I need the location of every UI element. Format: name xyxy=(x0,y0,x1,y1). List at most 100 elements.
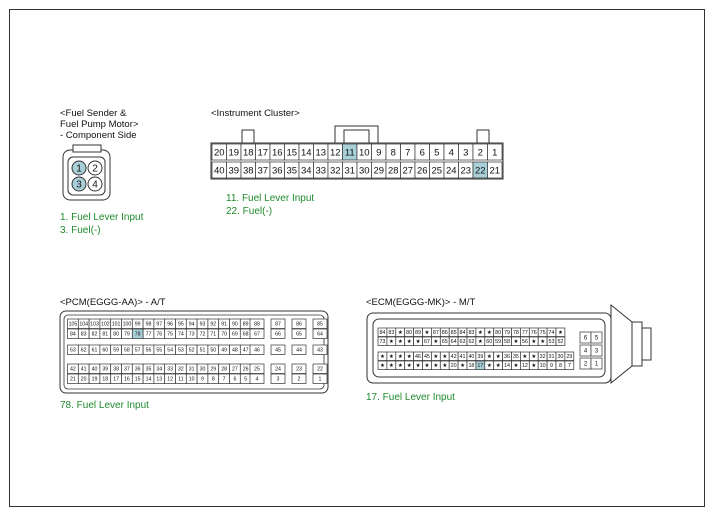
pcm-pin-87-box xyxy=(270,318,286,329)
cluster-pin-16: 16 xyxy=(269,143,285,161)
pcm-pin-59: 59 xyxy=(110,344,122,355)
ecm-pin-r3-c6-label: 45 xyxy=(424,354,430,360)
pcm-pin-85: 85 xyxy=(312,318,328,329)
pcm-pin-73-label: 73 xyxy=(189,332,195,338)
pcm-pin-56: 56 xyxy=(142,344,155,355)
pcm-pin-65-box xyxy=(291,328,307,339)
pcm-pin-34: 34 xyxy=(153,363,166,374)
pcm-pin-75: 75 xyxy=(164,328,176,339)
cluster-pin-15-label: 15 xyxy=(286,147,297,158)
pcm-pin-33: 33 xyxy=(164,363,176,374)
ecm-pin-r3-c4-label: ★ xyxy=(407,354,412,360)
ecm-pin-r1-c17-label: 77 xyxy=(522,330,528,336)
ecm-pin-r1-c8: 86 xyxy=(439,327,450,337)
ecm-pin-1-box xyxy=(590,357,603,370)
cluster-pin-39-label: 39 xyxy=(228,165,239,176)
fuel-sender-cavity xyxy=(67,156,106,196)
pcm-pin-9: 9 xyxy=(196,373,209,384)
pcm-pin-42: 42 xyxy=(67,363,79,374)
ecm-pin-r4-c1-label: ★ xyxy=(380,363,385,369)
pcm-pin-51: 51 xyxy=(196,344,209,355)
cluster-pin-2: 2 xyxy=(472,143,488,161)
pcm-pin-105: 105 xyxy=(67,318,79,329)
pcm-pin-72: 72 xyxy=(196,328,209,339)
pcm-pin-101-label: 101 xyxy=(112,322,121,328)
pcm-pin-88: 88 xyxy=(249,318,265,329)
pcm-pin-76: 76 xyxy=(153,328,166,339)
pcm-pin-91: 91 xyxy=(218,318,230,329)
ecm-pin-r1-c3: ★ xyxy=(395,327,406,337)
cluster-pin-12-label: 12 xyxy=(330,147,341,158)
cluster-pin-26-label: 26 xyxy=(417,165,428,176)
pcm-pin-61-label: 61 xyxy=(92,348,98,354)
ecm-pin-r4-c4: ★ xyxy=(404,360,414,370)
ecm-pin-r3-c3-label: ★ xyxy=(398,354,403,360)
ecm-pin-r2-c2-label: ★ xyxy=(389,339,394,345)
ecm-pin-r4-c13-label: ★ xyxy=(487,363,492,369)
ecm-pin-r4-c3: ★ xyxy=(395,360,406,370)
ecm-pin-r3-c8: ★ xyxy=(439,351,450,361)
cluster-pin-12: 12 xyxy=(327,143,343,161)
ecm-pin-r1-c4: 80 xyxy=(404,327,414,337)
ecm-pin-r2-c21-box xyxy=(555,336,566,346)
ecm-pin-r3-c16: 35 xyxy=(511,351,521,361)
ecm-pin-r3-c16-label: 35 xyxy=(513,354,519,360)
ecm-pin-r3-c13: ★ xyxy=(484,351,495,361)
pcm-pin-9-label: 9 xyxy=(201,377,204,383)
ecm-pin-r4-c17-label: 12 xyxy=(522,363,528,369)
ecm-pin-5-box xyxy=(590,331,603,344)
ecm-pin-r4-c2-label: ★ xyxy=(389,363,394,369)
ecm-pin-r1-c6: ★ xyxy=(422,327,432,337)
cluster-pin-32: 32 xyxy=(327,161,343,179)
ecm-pin-r2-c9-label: 64 xyxy=(451,339,457,345)
ecm-pin-r3-c22-label: 29 xyxy=(566,354,572,360)
ecm-pin-r2-c20-label: 53 xyxy=(549,339,555,345)
cluster-pin-13: 13 xyxy=(313,143,329,161)
cluster-pin-36: 36 xyxy=(269,161,285,179)
ecm-pin-3-label: 3 xyxy=(595,349,599,355)
ecm-pin-r4-c19: 10 xyxy=(537,360,548,370)
pcm-pin-44-box xyxy=(291,344,307,355)
ecm-pin-r3-c3: ★ xyxy=(395,351,406,361)
pcm-pin-67-label: 67 xyxy=(254,332,260,338)
ecm-pin-r1-c14-label: 80 xyxy=(495,330,501,336)
ecm-boot-end xyxy=(641,327,652,361)
ecm-pin-r2-c1-label: 73 xyxy=(379,339,385,345)
ecm-pin-r1-c5: 89 xyxy=(413,327,423,337)
pcm-pin-19-label: 19 xyxy=(92,377,98,383)
pcm-pin-29-label: 29 xyxy=(210,367,216,373)
pcm-pin-1: 1 xyxy=(312,373,328,384)
ecm-pin-r1-c12-label: ★ xyxy=(478,330,483,336)
pcm-pin-76-label: 76 xyxy=(156,332,162,338)
pcm-pin-84-label: 84 xyxy=(70,332,76,338)
ecm-pin-r4-c10: ★ xyxy=(457,360,468,370)
ecm-pin-r4-c5-label: ★ xyxy=(416,363,421,369)
pcm-pin-22-label: 22 xyxy=(317,367,323,373)
ecm-pin-4-label: 4 xyxy=(584,349,588,355)
pcm-pin-101: 101 xyxy=(110,318,122,329)
pcm-pin-43: 43 xyxy=(312,344,328,355)
ecm-pin-r1-c21: ★ xyxy=(555,327,566,337)
pcm-pin-79-label: 79 xyxy=(124,332,130,338)
pcm-pin-93: 93 xyxy=(196,318,209,329)
pcm-pin-39: 39 xyxy=(99,363,112,374)
cluster-pin-38-label: 38 xyxy=(243,165,254,176)
cluster-pin-8-label: 8 xyxy=(391,147,396,158)
pcm-note: 78. Fuel Lever Input xyxy=(60,400,149,411)
ecm-pin-2: 2 xyxy=(579,357,592,370)
pcm-pin-26-label: 26 xyxy=(243,367,249,373)
pcm-pin-31-label: 31 xyxy=(189,367,195,373)
pcm-pin-28: 28 xyxy=(218,363,230,374)
pcm-pin-56-label: 56 xyxy=(146,348,152,354)
ecm-pin-r3-c18: ★ xyxy=(528,351,539,361)
pcm-pin-63-label: 63 xyxy=(70,348,76,354)
cluster-pin-16-label: 16 xyxy=(272,147,283,158)
pcm-pin-94: 94 xyxy=(185,318,198,329)
pcm-pin-54: 54 xyxy=(164,344,176,355)
ecm-pin-r1-c20: 74 xyxy=(546,327,557,337)
ecm-pin-r3-c5: 46 xyxy=(413,351,423,361)
pcm-pin-45-box xyxy=(270,344,286,355)
pcm-pin-99-label: 99 xyxy=(135,322,141,328)
cluster-pin-29-label: 29 xyxy=(373,165,384,176)
